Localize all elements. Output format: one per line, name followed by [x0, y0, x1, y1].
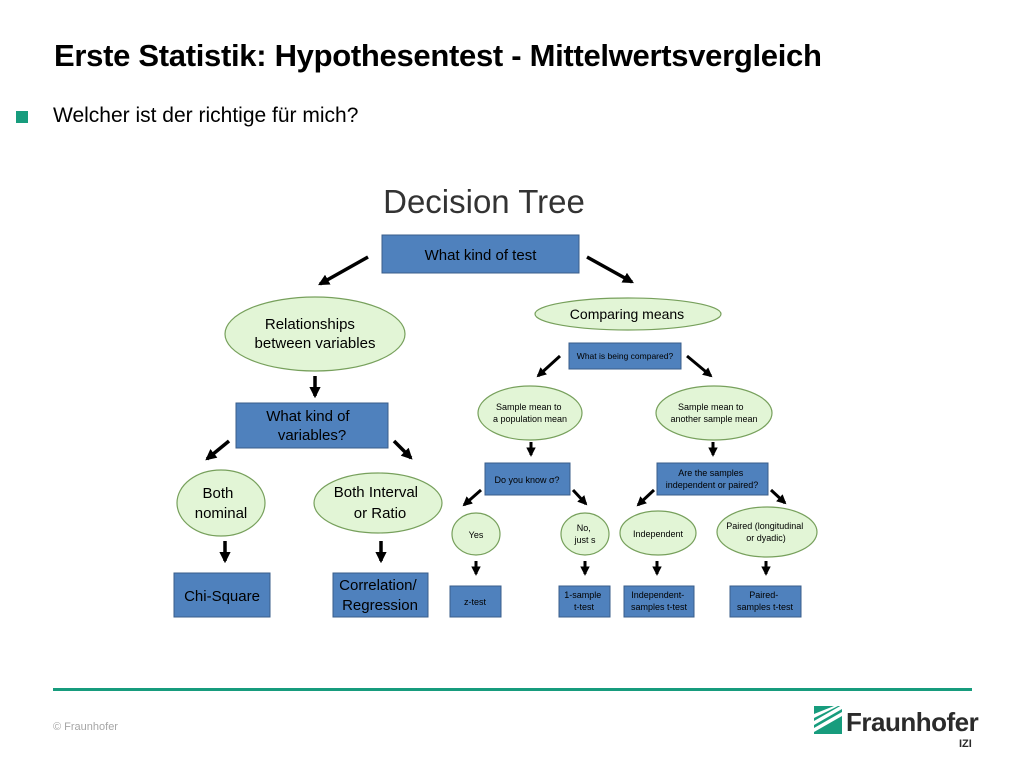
node-both-interval-line1: Both Interval	[334, 484, 418, 501]
diagram-title: Decision Tree	[383, 183, 585, 220]
node-both-nominal-line2: nominal	[195, 505, 248, 522]
arrow-root-right	[586, 255, 634, 284]
node-no-just-s-line1: No,	[577, 523, 591, 533]
arrow-samples-right	[769, 488, 787, 505]
node-one-sample-t: 1-sample t-test	[558, 585, 611, 618]
arrow-sigma-right	[571, 488, 588, 506]
node-chi-square: Chi-Square	[173, 572, 271, 618]
svg-text:Correlation/ Regression: Correlation/ Regression	[339, 577, 421, 614]
decision-tree-diagram: Decision Tree What kind of test Relation…	[173, 183, 818, 618]
node-yes: Yes	[451, 512, 501, 556]
svg-text:Sample mean to a populat: Sample mean to a population mean	[493, 402, 567, 424]
node-correlation-line1: Correlation/	[339, 577, 417, 594]
svg-text:Sample mean to another s: Sample mean to another sample mean	[670, 402, 757, 424]
svg-text:Both Interval or Ratio: Both Interval or Ratio	[334, 484, 422, 522]
node-independent-or-paired: Are the samples independent or paired?	[656, 462, 769, 496]
node-root-label: What kind of test	[425, 247, 538, 264]
node-paired-t: Paired- samples t-test	[729, 585, 802, 618]
svg-text:Paired (longitudinal or: Paired (longitudinal or dyadic)	[726, 521, 806, 543]
node-relationships-line2: between variables	[255, 335, 376, 352]
node-both-interval: Both Interval or Ratio	[313, 472, 443, 534]
node-independent-or-paired-line2: independent or paired?	[666, 480, 759, 490]
arrow-samples-left	[636, 488, 656, 507]
logo-institute: IZI	[959, 738, 972, 750]
node-independent-t-line1: Independent-	[631, 590, 684, 600]
node-yes-label: Yes	[469, 530, 484, 540]
svg-text:Relationships between va: Relationships between variables	[255, 316, 376, 352]
node-comparing-means: Comparing means	[534, 297, 722, 331]
node-paired: Paired (longitudinal or dyadic)	[716, 506, 818, 558]
node-independent: Independent	[619, 510, 697, 556]
copyright-text: © Fraunhofer	[53, 721, 118, 733]
arrow-comparing-right	[686, 354, 713, 378]
node-paired-line2: or dyadic)	[746, 533, 786, 543]
node-sample-population-line1: Sample mean to	[496, 402, 562, 412]
arrow-comparing-left	[536, 354, 562, 378]
node-both-interval-line2: or Ratio	[354, 505, 407, 522]
node-one-sample-t-line1: 1-sample	[564, 590, 601, 600]
node-sample-population-line2: a population mean	[493, 414, 567, 424]
node-kind-of-variables-line1: What kind of	[266, 408, 350, 425]
node-sample-sample-line1: Sample mean to	[678, 402, 744, 412]
svg-text:What kind of variables?: What kind of variables?	[266, 408, 354, 444]
node-z-test: z-test	[449, 585, 502, 618]
node-independent-t-line2: samples t-test	[631, 602, 688, 612]
node-correlation: Correlation/ Regression	[332, 572, 429, 618]
node-what-compared-label: What is being compared?	[577, 351, 674, 361]
arrow-root-left	[318, 255, 369, 286]
node-chi-square-label: Chi-Square	[184, 588, 260, 605]
node-no-just-s-line2: just s	[573, 535, 596, 545]
logo-wordmark: Fraunhofer	[846, 707, 979, 737]
node-relationships-line1: Relationships	[265, 316, 355, 333]
node-paired-t-line1: Paired-	[749, 590, 778, 600]
node-z-test-label: z-test	[464, 597, 487, 607]
node-both-nominal-line1: Both	[202, 485, 233, 502]
svg-text:No, just s: No, just s	[573, 523, 596, 545]
node-independent-t: Independent- samples t-test	[623, 585, 695, 618]
node-know-sigma-label: Do you know σ?	[494, 475, 559, 485]
node-what-compared: What is being compared?	[568, 342, 682, 370]
node-sample-sample: Sample mean to another sample mean	[655, 385, 773, 441]
bullet-square-icon	[16, 111, 28, 123]
node-relationships: Relationships between variables	[224, 296, 406, 372]
svg-text:Independent- samples t-t: Independent- samples t-test	[631, 590, 688, 612]
node-one-sample-t-line2: t-test	[574, 602, 595, 612]
svg-text:Are the samples independ: Are the samples independent or paired?	[666, 468, 759, 490]
node-know-sigma: Do you know σ?	[484, 462, 571, 496]
node-sample-population: Sample mean to a population mean	[477, 385, 583, 441]
fraunhofer-logo-icon	[814, 706, 842, 734]
node-root: What kind of test	[381, 234, 580, 274]
svg-text:Paired- samples t-test: Paired- samples t-test	[737, 590, 794, 612]
arrow-sigma-left	[462, 488, 482, 507]
slide-title: Erste Statistik: Hypothesentest - Mittel…	[54, 38, 822, 73]
svg-text:Both nominal: Both nominal	[195, 485, 248, 522]
node-both-nominal: Both nominal	[176, 469, 266, 537]
node-no-just-s: No, just s	[560, 512, 610, 556]
node-correlation-line2: Regression	[342, 597, 418, 614]
node-comparing-means-label: Comparing means	[570, 306, 684, 322]
footer-divider	[53, 688, 972, 691]
node-sample-sample-line2: another sample mean	[670, 414, 757, 424]
node-paired-line1: Paired (longitudinal	[726, 521, 803, 531]
arrow-variables-left	[205, 439, 231, 461]
node-independent-label: Independent	[633, 529, 684, 539]
bullet-text: Welcher ist der richtige für mich?	[53, 104, 359, 127]
node-kind-of-variables: What kind of variables?	[235, 402, 389, 449]
node-paired-t-line2: samples t-test	[737, 602, 794, 612]
svg-text:1-sample t-test: 1-sample t-test	[564, 590, 604, 612]
node-independent-or-paired-line1: Are the samples	[678, 468, 744, 478]
fraunhofer-logo: Fraunhofer IZI	[814, 704, 979, 754]
arrow-variables-right	[392, 439, 413, 460]
node-kind-of-variables-line2: variables?	[278, 427, 346, 444]
